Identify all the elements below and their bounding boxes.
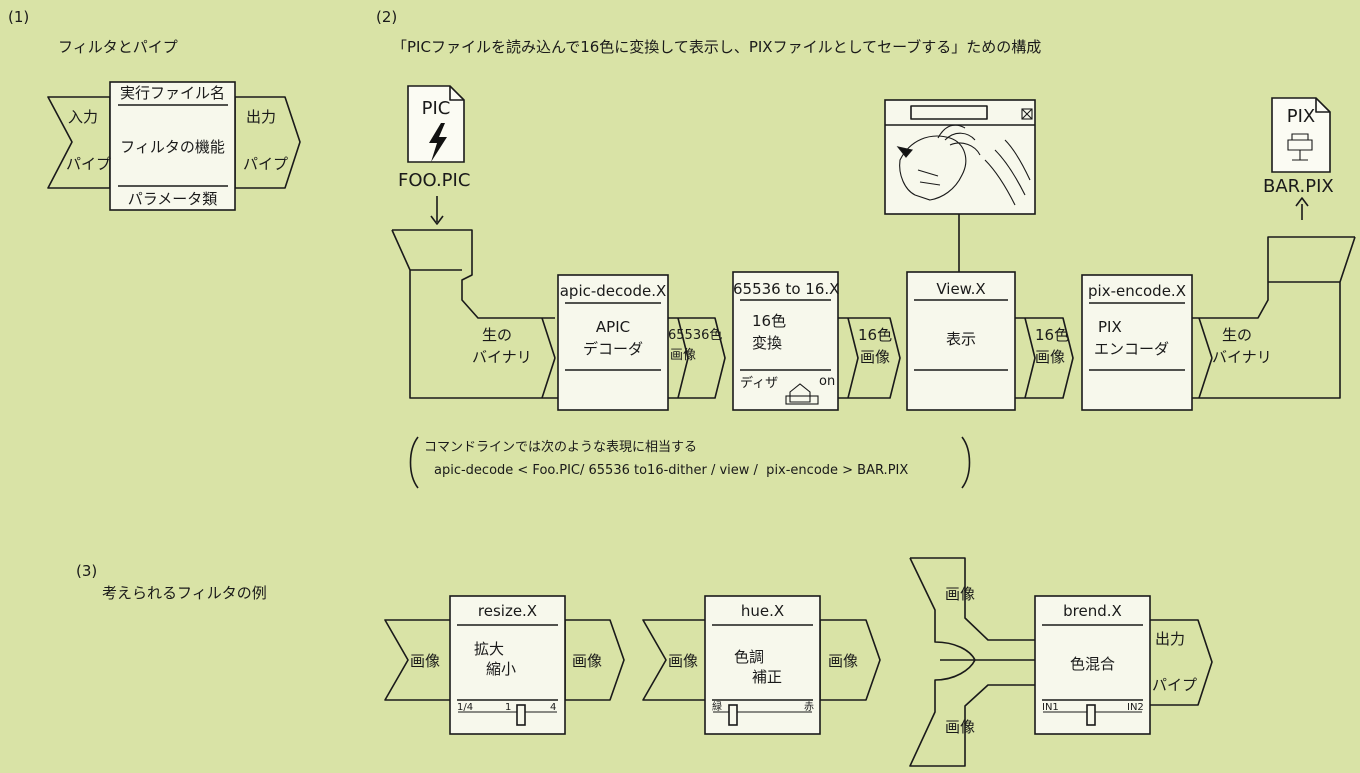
conv-function-2: 変換 <box>752 334 783 352</box>
filter-box <box>109 81 236 211</box>
pix-doc-label: PIX <box>1286 106 1316 127</box>
resize-slider-knob <box>516 704 526 726</box>
conv-exec-name: 65536 to 16.X <box>733 280 840 298</box>
dither-switch-icon <box>785 383 819 405</box>
pipe3-label-2: 画像 <box>1035 348 1066 366</box>
input-hopper <box>391 229 565 399</box>
cmdline-example: apic-decode < Foo.PIC/ 65536 to16-dither… <box>434 463 909 478</box>
resize-function-1: 拡大 <box>474 640 505 658</box>
raw-binary-out-1: 生の <box>1222 326 1253 344</box>
raw-binary-out-2: バイナリ <box>1212 348 1272 366</box>
hue-box <box>704 595 821 735</box>
blend-function: 色混合 <box>1069 655 1115 673</box>
apic-function-1: APIC <box>595 318 631 336</box>
pix-encode-box <box>1081 274 1193 411</box>
blend-tick-max: IN2 <box>1127 702 1144 713</box>
hue-tick-min: 緑 <box>712 702 722 713</box>
conv16-box <box>732 271 839 411</box>
output-label: 出力 <box>246 108 277 126</box>
pix-function-1: PIX <box>1098 318 1122 336</box>
hue-function-1: 色調 <box>734 648 765 666</box>
pic-file-icon <box>407 85 465 163</box>
apic-function-2: デコーダ <box>582 340 643 358</box>
pipe2-label-1: 16色 <box>858 326 893 344</box>
resize-exec-name: resize.X <box>477 602 538 620</box>
pipe-apic-to-conv <box>668 317 726 399</box>
section1-title: フィルタとパイプ <box>58 38 178 56</box>
pix-filename: BAR.PIX <box>1263 176 1334 197</box>
resize-out-label: 画像 <box>572 652 603 670</box>
section2-title: 「PICファイルを読み込んで16色に変換して表示し、PIXファイルとしてセーブす… <box>392 38 1042 56</box>
input-pipe-arrow <box>47 96 111 189</box>
output-hopper <box>1180 236 1356 399</box>
section3-title: 考えられるフィルタの例 <box>102 584 267 602</box>
pipe2-label-2: 画像 <box>860 348 891 366</box>
pipe1-label-2: 画像 <box>670 348 697 363</box>
hue-out-label: 画像 <box>828 652 859 670</box>
filter-function-label: フィルタの機能 <box>120 138 225 156</box>
pix-function-2: エンコーダ <box>1094 340 1170 358</box>
pic-filename: FOO.PIC <box>398 170 471 191</box>
pipe1-label-1: 65536色 <box>668 328 723 343</box>
blend-tick-min: IN1 <box>1042 702 1059 713</box>
view-function: 表示 <box>945 330 976 348</box>
hue-exec-name: hue.X <box>740 602 785 620</box>
input-pipe-label: パイプ <box>66 155 112 173</box>
cmdline-caption: コマンドラインでは次のような表現に相当する <box>424 440 698 455</box>
pix-file-icon <box>1271 97 1331 173</box>
blend-output-label: 出力 <box>1155 630 1186 648</box>
input-label: 入力 <box>68 108 99 126</box>
pic-doc-label: PIC <box>421 98 451 119</box>
pix-exec-name: pix-encode.X <box>1088 282 1186 300</box>
output-pipe-label: パイプ <box>243 155 289 173</box>
hue-in-label: 画像 <box>668 652 699 670</box>
hue-function-2: 補正 <box>752 668 783 686</box>
blend-box <box>1034 595 1151 735</box>
resize-tick-min: 1/4 <box>457 702 474 713</box>
params-label: パラメータ類 <box>127 190 218 208</box>
view-box <box>906 271 1016 411</box>
apic-exec-name: apic-decode.X <box>559 282 667 300</box>
pipe-conv-to-view <box>838 317 901 399</box>
conv-function-1: 16色 <box>752 312 787 330</box>
cmd-bracket-left <box>409 436 419 489</box>
exec-name-label: 実行ファイル名 <box>119 84 225 102</box>
blend-slider-knob <box>1086 704 1096 726</box>
view-exec-name: View.X <box>936 280 986 298</box>
hue-slider-knob <box>728 704 738 726</box>
blend-in-bottom-label: 画像 <box>945 718 976 736</box>
display-window <box>884 99 1036 215</box>
hue-tick-max: 赤 <box>804 702 814 713</box>
close-icon <box>1021 108 1033 120</box>
blend-in-top-label: 画像 <box>945 585 976 603</box>
lightning-icon <box>429 123 447 162</box>
dither-label: ディザ <box>740 376 779 391</box>
pipe-view-to-pix <box>1015 317 1074 399</box>
section2-number: (2) <box>376 8 398 26</box>
blend-input-pipes <box>909 557 1040 767</box>
blend-output-pipe-label: パイプ <box>1152 676 1198 694</box>
resize-tick-mid: 1 <box>505 702 512 713</box>
section3-number: (3) <box>76 562 98 580</box>
raw-binary-in-1: 生の <box>482 326 513 344</box>
bird-illustration <box>896 124 1031 206</box>
resize-tick-max: 4 <box>550 702 557 713</box>
blend-exec-name: brend.X <box>1063 602 1122 620</box>
pipe3-label-1: 16色 <box>1035 326 1070 344</box>
apic-decode-box <box>557 274 669 411</box>
disk-icon <box>1287 133 1313 161</box>
dither-state: on <box>819 374 836 389</box>
section1-number: (1) <box>8 8 30 26</box>
raw-binary-in-2: バイナリ <box>472 348 532 366</box>
cmd-bracket-right <box>961 436 971 489</box>
resize-box <box>449 595 566 735</box>
resize-in-label: 画像 <box>410 652 441 670</box>
resize-function-2: 縮小 <box>486 660 517 678</box>
